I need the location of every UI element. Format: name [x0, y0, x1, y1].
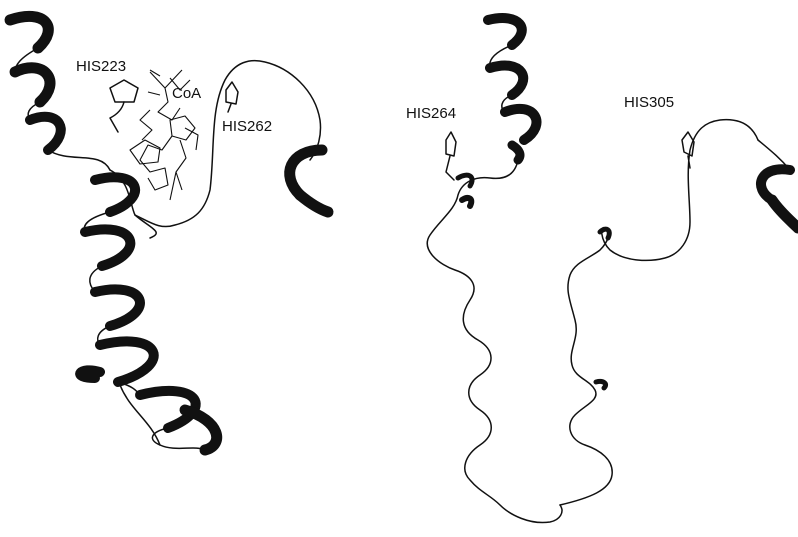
right-helix-fragment: [758, 140, 798, 228]
his223-residue: [110, 80, 138, 132]
his262-residue: [226, 82, 238, 112]
left-structure-panel: HIS223 CoA HIS262: [10, 16, 328, 450]
his262-label: HIS262: [222, 118, 272, 135]
his223-label: HIS223: [76, 58, 126, 75]
left-right-helix-fragment: [290, 150, 328, 212]
left-upper-loop: [110, 61, 321, 227]
right-structure-panel: HIS264 HIS305: [406, 18, 798, 523]
right-right-chain: [560, 120, 758, 505]
left-top-helix: [10, 16, 110, 170]
coa-label: CoA: [172, 85, 201, 102]
left-long-helix: [80, 177, 217, 450]
his264-residue: [446, 132, 456, 180]
his264-label: HIS264: [406, 105, 456, 122]
his305-label: HIS305: [624, 94, 674, 111]
right-top-helix: [488, 18, 536, 160]
right-left-chain: [427, 160, 562, 523]
